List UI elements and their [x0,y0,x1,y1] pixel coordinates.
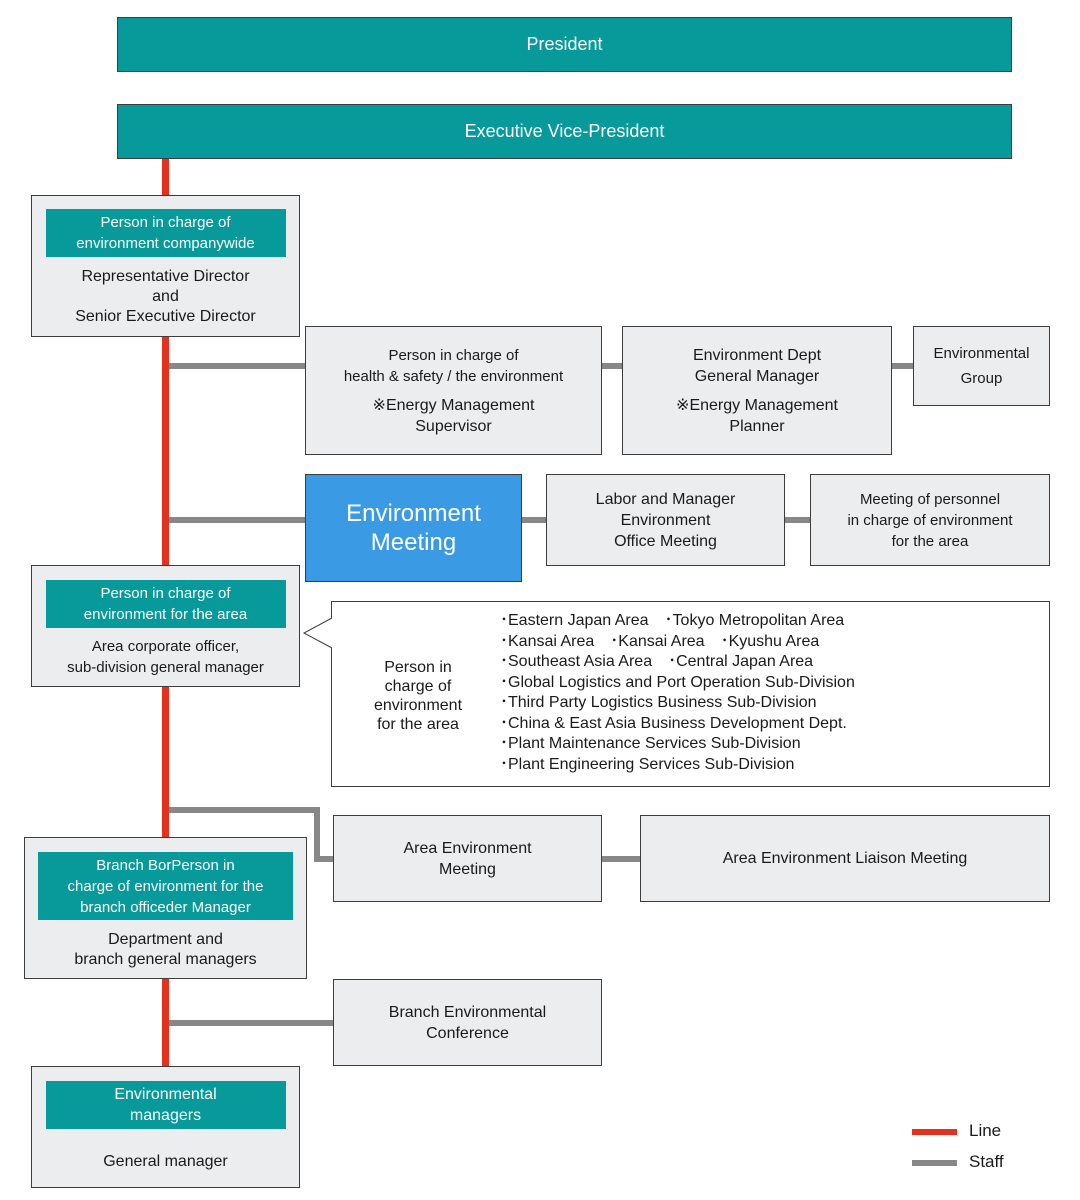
staff-line-area-env-h2 [314,856,334,862]
env-meeting-label: Environment Meeting [346,500,481,556]
area-env-meeting-box: Area Environment Meeting [333,815,602,902]
env-meeting-box: Environment Meeting [305,474,522,582]
branch-box: Branch BorPerson in charge of environmen… [24,837,307,979]
area-title: Area corporate officer, sub-division gen… [67,638,264,676]
area-liaison-box: Area Environment Liaison Meeting [640,815,1050,902]
health-safety-box: Person in charge of health & safety / th… [305,326,602,455]
line-evp-to-companywide [162,157,169,197]
area-liaison-label: Area Environment Liaison Meeting [722,850,968,867]
env-managers-box: Environmental managers General manager [31,1066,300,1188]
staff-line-labor-to-personnel [784,517,810,523]
health-safety-title: Person in charge of health & safety / th… [343,346,564,385]
legend-staff-label: Staff [969,1152,1004,1171]
env-dept-sub: ※Energy Management Planner [676,396,838,435]
area-list-item: ･Plant Engineering Services Sub-Division [500,755,795,773]
branch-label: Branch BorPerson in charge of environmen… [38,852,293,920]
staff-line-area-to-liaison [601,856,641,862]
staff-line-area-env-v [314,807,320,862]
president-box: President [117,17,1012,72]
area-list-item: ･Kansai Area ･Kansai Area ･Kyushu Area [500,632,820,650]
labor-meeting-label: Labor and Manager Environment Office Mee… [595,490,736,550]
line-companywide-to-area [162,335,169,566]
area-list-item: ･Eastern Japan Area ･Tokyo Metropolitan … [500,612,845,629]
area-box: Person in charge of environment for the … [31,565,300,687]
companywide-title: Representative Director and Senior Execu… [75,268,256,325]
area-list-item: ･Third Party Logistics Business Sub-Divi… [500,694,817,711]
staff-line-env-meeting [169,517,306,523]
staff-line-hs-to-envdept [601,363,623,369]
env-dept-title: Environment Dept General Manager [692,346,822,385]
legend: Line Staff [910,1120,1050,1180]
area-callout: Person in charge of environment for the … [331,601,1050,787]
area-label: Person in charge of environment for the … [45,580,286,628]
legend-line-swatch [912,1129,957,1135]
area-callout-heading: Person in charge of environment for the … [373,659,463,733]
area-list-item: ･Plant Maintenance Services Sub-Division [500,735,801,752]
env-managers-title: General manager [103,1153,228,1170]
area-callout-list: ･Eastern Japan Area ･Tokyo Metropolitan … [500,611,855,775]
legend-line-label: Line [969,1121,1002,1140]
labor-meeting-box: Labor and Manager Environment Office Mee… [546,474,785,566]
executive-vp-box: Executive Vice-President [117,104,1012,159]
area-list-item: ･China & East Asia Business Development … [500,714,847,732]
staff-line-health-safety [169,363,306,369]
area-list-item: ･Southeast Asia Area ･Central Japan Area [500,653,814,670]
env-managers-label: Environmental managers [45,1081,286,1129]
staff-line-area-env-h1 [169,807,320,813]
companywide-label: Person in charge of environment companyw… [45,209,286,257]
companywide-box: Person in charge of environment companyw… [31,195,300,337]
personnel-meeting-label: Meeting of personnel in charge of enviro… [847,490,1013,550]
health-safety-sub: ※Energy Management Supervisor [372,396,535,435]
env-dept-box: Environment Dept General Manager ※Energy… [622,326,892,455]
executive-vp-label: Executive Vice-President [464,121,665,141]
callout-pointer-icon [302,617,333,649]
staff-line-meeting-to-labor [521,517,547,523]
line-branch-to-managers [162,977,169,1067]
area-list-item: ･Global Logistics and Port Operation Sub… [500,673,855,691]
staff-line-envdept-to-group [891,363,914,369]
env-group-label: Environmental Group [933,345,1030,387]
staff-line-branch-conference [169,1020,334,1026]
branch-title: Department and branch general managers [74,931,257,968]
legend-staff-swatch [912,1160,957,1166]
env-group-box: Environmental Group [913,326,1050,406]
line-area-to-branch [162,685,169,838]
branch-conference-label: Branch Environmental Conference [388,1003,547,1042]
personnel-meeting-box: Meeting of personnel in charge of enviro… [810,474,1050,566]
president-label: President [526,34,603,54]
area-env-meeting-label: Area Environment Meeting [403,839,532,878]
branch-conference-box: Branch Environmental Conference [333,979,602,1066]
